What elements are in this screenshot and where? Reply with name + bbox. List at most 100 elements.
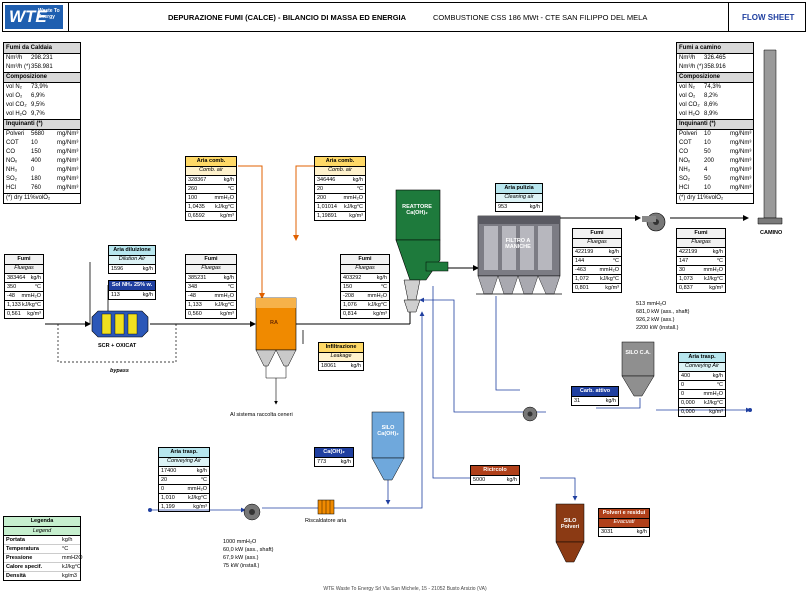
pollutant-unit: mg/Nm³ [730,185,752,191]
stream-unit: kJ/kg°C [367,302,387,308]
stream-value: 0,6592 [188,213,205,219]
header-divider [68,2,69,32]
pollutant-unit: mg/Nm³ [730,167,752,173]
pollutant-value: 10 [704,185,711,191]
air-heater [317,499,335,515]
legend-label: Portata [6,537,25,543]
legend-unit: mmH2O [62,555,83,561]
stream-unit: mmH₂O [703,391,723,397]
legend-title: Legenda [4,517,80,527]
stream-subtitle: Comb. air [314,167,366,176]
stream-unit: kg/h [636,529,647,535]
flow-label: Nm³/h [6,55,23,61]
pollutant-unit: mg/Nm³ [57,140,79,146]
stream-value: 1,010 [161,495,175,501]
stream-title: Fumi [676,228,726,239]
stream-unit: kg/m³ [220,311,234,317]
pollutant-label: HCl [679,185,689,191]
stream-value: 1,199 [161,504,175,510]
stream-value: 144 [575,258,585,264]
comp-value: 8,2% [704,93,718,99]
logo-text: WTE [9,7,47,26]
stream-title: Ricircolo [470,465,520,476]
stream-value: 20 [161,477,168,483]
pollutant-unit: mg/Nm³ [730,149,752,155]
comp-label: vol O₂ [6,93,23,99]
stream-value: 3031 [601,529,614,535]
pollutant-value: 400 [31,158,42,164]
footer: WTE Waste To Energy Srl Via San Michele,… [323,586,487,592]
reactor [395,189,449,313]
header-bar [2,2,806,32]
stream-title: Fumi [185,254,237,265]
comb-air-line [238,165,265,299]
stream-subtitle: Fluegas [185,265,237,274]
flow-value: 298.231 [31,55,53,61]
stream-title: Ca(OH)₂ [314,447,354,458]
stream-unit: mmH₂O [214,195,234,201]
fan-spec: 681,0 kW (ass., shaft) [636,309,690,315]
pollutant-value: 200 [704,158,715,164]
conv-air-line2 [334,311,425,509]
stream-title: Carb. attivo [571,386,619,397]
silo-caoh2 [371,411,405,481]
stream-unit: kg/h [142,292,153,298]
legend-label: Temperatura [6,546,39,552]
pollutant-value: 50 [704,149,711,155]
flow-label: Nm³/h (*) [6,64,31,70]
comb-air-line [293,165,317,241]
stream-title: Infiltrazione [318,342,364,353]
bypass-line [57,324,177,363]
scr-label: SCR + OXICAT [98,343,137,349]
comp-label: vol N₂ [6,84,22,90]
legend-unit: °C [62,546,69,552]
pollutants-title: Inquinanti (*) [4,119,80,130]
comp-value: 74,3% [704,84,722,90]
conv-fan-specs: 1000 mmH₂O 60,0 kW (ass., shaft) 67,9 kW… [223,538,273,570]
stream-unit: kg/h [376,275,387,281]
pollutant-label: NH₃ [6,167,18,173]
panel-note: (*) dry 11%volO₂ [4,193,80,203]
pollutant-value: 4 [704,167,708,173]
ricircolo-line [540,477,578,501]
ricircolo-line [432,286,470,479]
reactor-label: REATTORE Ca(OH)₂ [402,204,432,216]
legend-unit: kJ/kg°C [62,564,82,570]
comp-label: vol O₂ [679,93,696,99]
stream-unit: kg/m³ [27,311,41,317]
stream-value: 328367 [188,177,207,183]
pollutants-title: Inquinanti (*) [677,119,753,130]
stream-unit: kg/h [223,275,234,281]
pollutant-unit: mg/Nm³ [730,140,752,146]
stream-value: 18061 [321,363,337,369]
panel-note: (*) dry 11%volO₂ [677,193,753,203]
comp-label: vol H₂O [679,111,700,117]
stream-unit: kg/m³ [605,285,619,291]
stream-title: Polveri e residui [598,508,650,519]
stream-value: -208 [343,293,355,299]
silo-ca [621,341,655,397]
stream-unit: kg/h [608,249,619,255]
pollutant-value: 760 [31,185,42,191]
company-logo: WTE Waste To Energy [5,5,63,29]
stream-subtitle: Fluegas [340,265,390,274]
stream-value: -48 [7,293,15,299]
composition-title: Composizione [4,72,80,83]
stream-unit: kJ/kg°C [21,302,41,308]
pollutant-label: CO [679,149,688,155]
flow-sheet-label: FLOW SHEET [742,13,795,22]
stream-value: 0 [161,486,165,492]
